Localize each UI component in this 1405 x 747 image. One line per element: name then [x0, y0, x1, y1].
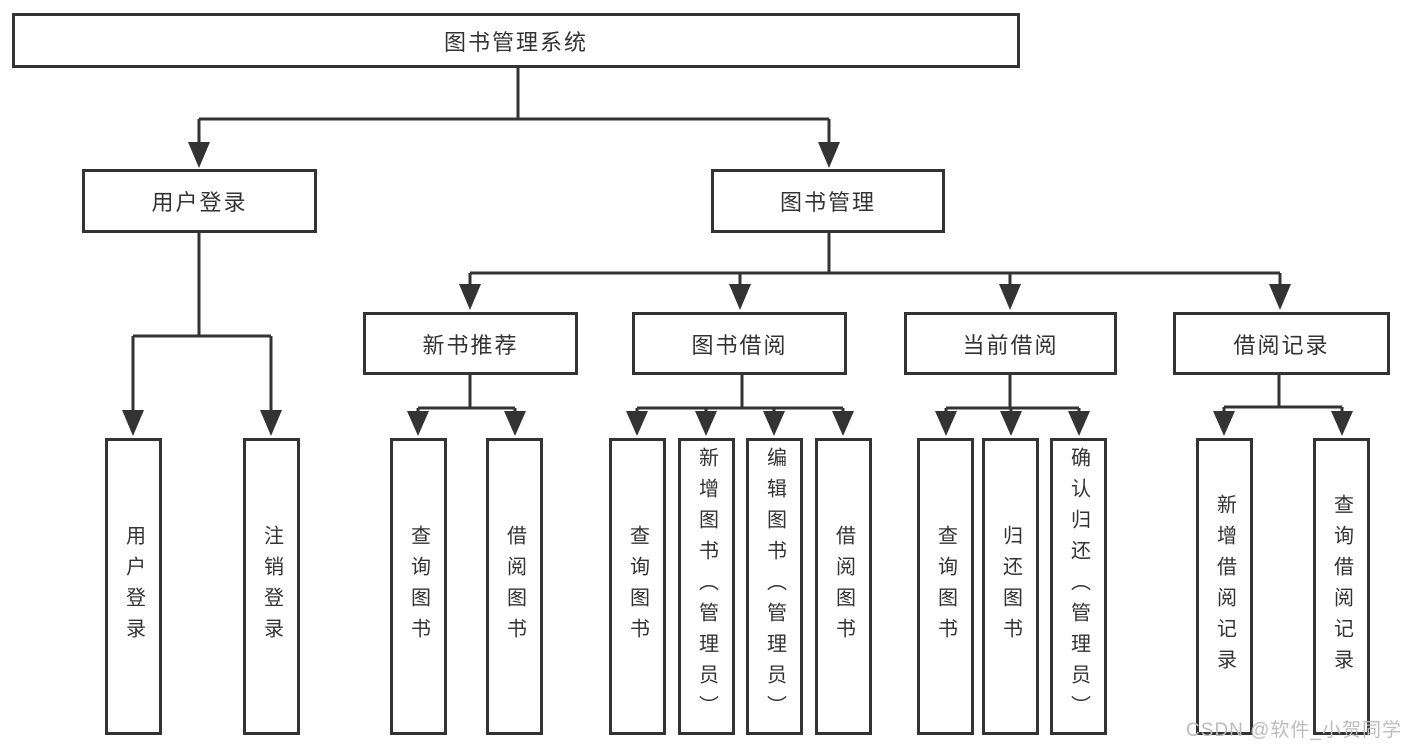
arrowhead [1068, 411, 1090, 436]
node-root: 图书管理系统 [12, 13, 1020, 68]
arrowhead [818, 142, 840, 168]
connector-book-mgmt-to-level2 [468, 233, 1282, 288]
leaf-borrowing-borrow-books: 借阅图书 [815, 438, 872, 735]
arrowhead [459, 284, 481, 310]
leaf-borrowing-query-books: 查询图书 [609, 438, 666, 735]
connector-user-login-to-leaves [131, 233, 273, 414]
arrowhead [504, 411, 526, 436]
arrowhead [260, 410, 282, 436]
connector-recommend-to-leaves [416, 375, 517, 415]
arrowhead [188, 142, 210, 168]
arrowhead [1331, 411, 1353, 436]
connector-records-to-leaves [1222, 375, 1344, 415]
arrowhead [122, 410, 144, 436]
arrowhead [695, 411, 717, 436]
arrowhead [935, 411, 957, 436]
arrowhead [1213, 411, 1235, 436]
node-current-borrowing: 当前借阅 [904, 312, 1117, 375]
node-book-management: 图书管理 [711, 169, 945, 233]
arrowhead [999, 284, 1021, 310]
connector-current-to-leaves [944, 375, 1081, 415]
watermark: CSDN @软件_小贺同学 [1186, 720, 1402, 741]
arrowhead [763, 411, 785, 436]
leaf-current-confirm-return-admin: 确认归还（管理员） [1050, 438, 1107, 735]
leaf-records-add-borrow-record: 新增借阅记录 [1196, 438, 1253, 735]
node-new-book-recommend: 新书推荐 [363, 312, 578, 375]
arrowhead [1000, 411, 1022, 436]
leaf-logout: 注销登录 [243, 438, 300, 735]
leaf-records-query-borrow-record: 查询借阅记录 [1313, 438, 1370, 735]
arrowhead [729, 284, 751, 310]
node-borrow-records: 借阅记录 [1173, 312, 1390, 375]
connector-borrowing-to-leaves [635, 375, 845, 415]
leaf-current-return-books: 归还图书 [982, 438, 1039, 735]
leaf-current-query-books: 查询图书 [917, 438, 974, 735]
arrowhead [1269, 284, 1291, 310]
arrowhead [832, 411, 854, 436]
arrowhead [407, 411, 429, 436]
node-book-borrowing: 图书借阅 [632, 312, 847, 375]
leaf-borrowing-add-books-admin: 新增图书（管理员） [678, 438, 735, 735]
leaf-borrowing-edit-books-admin: 编辑图书（管理员） [746, 438, 803, 735]
arrowhead [626, 411, 648, 436]
leaf-user-login: 用户登录 [105, 438, 162, 735]
leaf-recommend-borrow-books: 借阅图书 [486, 438, 543, 735]
node-user-login: 用户登录 [82, 169, 317, 233]
connector-root-to-level1 [197, 68, 831, 144]
leaf-recommend-query-books: 查询图书 [390, 438, 447, 735]
